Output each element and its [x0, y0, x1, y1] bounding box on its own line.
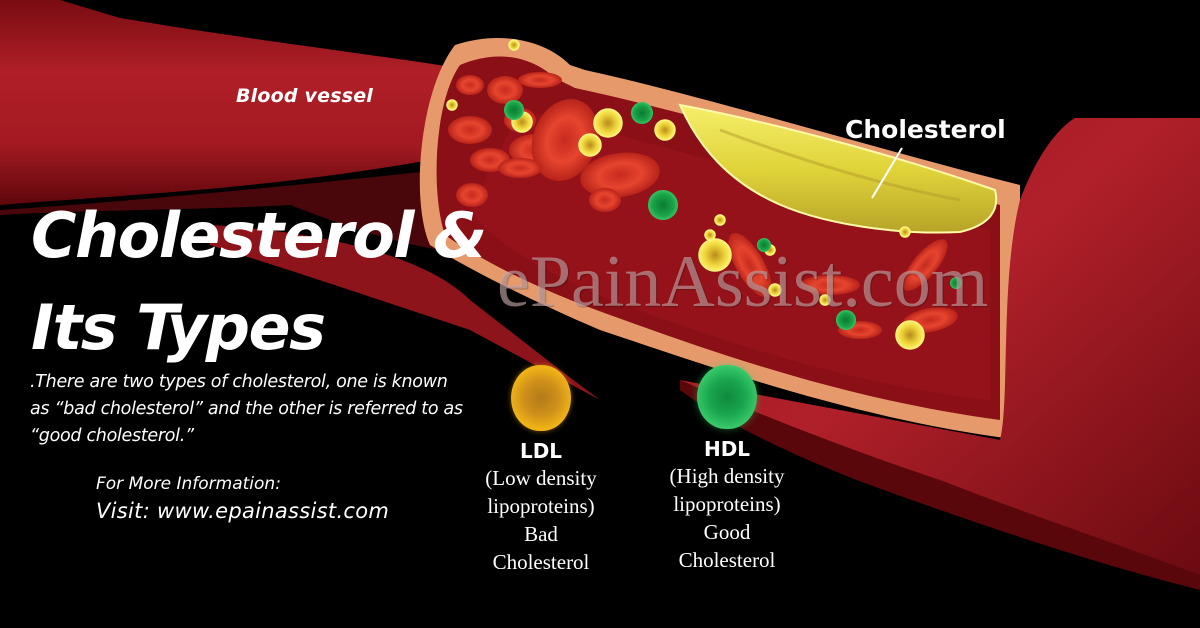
description-text: .There are two types of cholesterol, one… — [30, 372, 463, 446]
hdl-line-3: Good — [703, 520, 751, 544]
blood-vessel-label: Blood vessel — [236, 85, 374, 107]
watermark: ePainAssist.com — [497, 241, 989, 323]
ldl-line-3: Bad — [524, 522, 558, 546]
page-title: Cholesterol & Its Types — [31, 190, 487, 374]
legend-ldl: LDL (Low density lipoproteins) Bad Chole… — [451, 365, 631, 576]
ldl-description: (Low density lipoproteins) Bad Cholester… — [451, 464, 631, 576]
hdl-abbr: HDL — [703, 437, 751, 461]
cholesterol-plaque-label: Cholesterol — [845, 115, 1006, 144]
ldl-line-1: (Low density — [485, 466, 597, 490]
hdl-line-1: (High density — [669, 464, 785, 488]
hdl-line-4: Cholesterol — [678, 548, 776, 572]
more-info-label: For More Information: — [96, 474, 281, 494]
legend-hdl: HDL (High density lipoproteins) Good Cho… — [637, 365, 817, 574]
visit-website-text: Visit: www.epainassist.com — [96, 499, 390, 523]
title-line-2: Its Types — [31, 291, 326, 364]
ldl-line-4: Cholesterol — [492, 550, 590, 574]
more-info-block: For More Information: Visit: www.epainas… — [96, 474, 389, 523]
title-line-1: Cholesterol & — [31, 199, 487, 272]
ldl-particle-icon — [511, 365, 571, 431]
hdl-particle-icon — [697, 365, 757, 429]
ldl-abbr: LDL — [519, 439, 563, 463]
ldl-line-2: lipoproteins) — [487, 494, 595, 518]
hdl-description: (High density lipoproteins) Good Cholest… — [637, 462, 817, 574]
hdl-line-2: lipoproteins) — [673, 492, 781, 516]
